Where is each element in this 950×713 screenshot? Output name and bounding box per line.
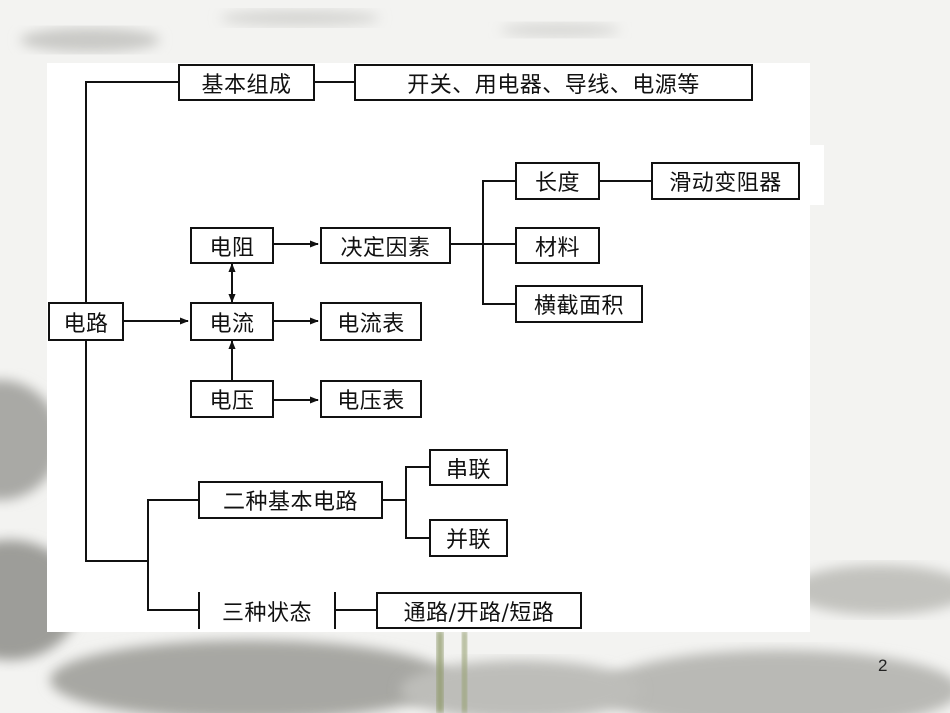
node-states: 通路/开路/短路 <box>376 592 582 629</box>
node-components: 开关、用电器、导线、电源等 <box>354 64 753 101</box>
line-circuit-to-bottom <box>85 340 148 562</box>
node-three-states: 三种状态 <box>198 592 336 629</box>
line-bottom-branch <box>147 499 198 611</box>
line-branch-factors <box>482 180 515 305</box>
node-current: 电流 <box>190 302 274 341</box>
node-rheostat: 滑动变阻器 <box>651 162 800 200</box>
node-determining-factors: 决定因素 <box>320 227 451 264</box>
node-circuit: 电路 <box>48 302 124 341</box>
node-length: 长度 <box>515 162 600 200</box>
node-parallel: 并联 <box>429 519 508 557</box>
node-resistance: 电阻 <box>190 227 274 264</box>
node-basic-composition: 基本组成 <box>178 64 315 101</box>
node-ammeter: 电流表 <box>320 302 422 341</box>
diagram-panel-extension <box>808 145 824 205</box>
line-series-parallel-branch <box>405 466 429 539</box>
node-material: 材料 <box>515 227 600 264</box>
node-two-basic-circuits: 二种基本电路 <box>198 481 383 519</box>
node-series: 串联 <box>429 449 508 486</box>
page-number: 2 <box>878 656 888 675</box>
node-voltage: 电压 <box>190 380 274 418</box>
node-cross-section-area: 横截面积 <box>515 285 643 323</box>
node-voltmeter: 电压表 <box>320 380 422 418</box>
line-circuit-to-basic <box>85 81 178 303</box>
